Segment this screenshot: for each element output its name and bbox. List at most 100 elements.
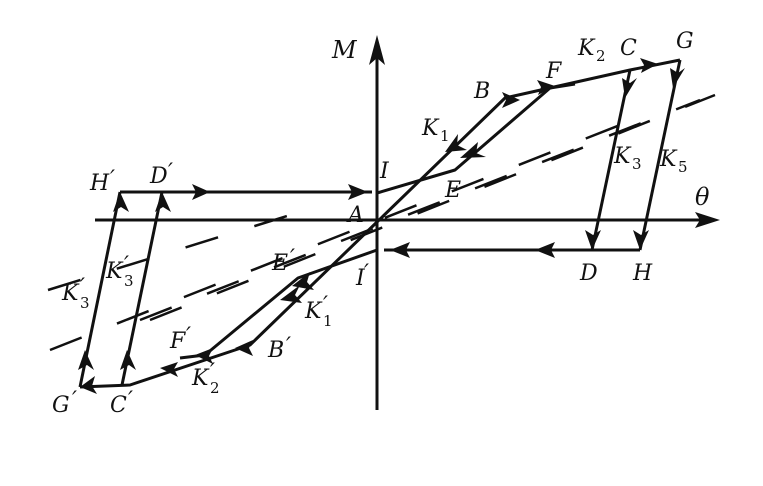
svg-text:′: ′ <box>364 261 369 286</box>
label-k3-prime-inner: K ′ 3 <box>105 253 134 290</box>
svg-text:3: 3 <box>80 294 90 312</box>
svg-text:C: C <box>110 393 127 418</box>
svg-text:′: ′ <box>210 360 215 385</box>
k3-prime-dashed-upper <box>139 98 701 322</box>
arrow-eprime <box>292 272 314 290</box>
label-c: C <box>620 36 637 61</box>
k3-dashed-lower <box>49 123 621 352</box>
branch-i-e-f <box>376 82 576 195</box>
arrow-b <box>502 92 520 108</box>
svg-text:H: H <box>89 171 110 196</box>
svg-text:2: 2 <box>210 379 220 397</box>
arrow-gprime <box>80 376 97 394</box>
branch-a-b-c-g <box>375 58 681 224</box>
svg-text:′: ′ <box>80 275 85 300</box>
arrow-d-iprime-b <box>535 242 555 258</box>
label-k3: K 3 <box>613 144 642 173</box>
arrow-k1 <box>445 134 467 152</box>
svg-text:5: 5 <box>678 158 688 176</box>
svg-text:′: ′ <box>110 167 115 192</box>
hysteresis-loop <box>78 58 682 389</box>
label-a: A <box>346 203 364 228</box>
theta-axis-label: θ <box>695 183 710 211</box>
arrow-f <box>537 80 555 95</box>
svg-text:K: K <box>304 299 323 324</box>
label-k2-prime: K ′ 2 <box>191 360 220 397</box>
svg-text:I: I <box>355 266 366 291</box>
svg-text:B: B <box>267 338 284 363</box>
arrow-bprime <box>235 340 253 356</box>
label-k3-prime-outer: K ′ 3 <box>61 275 90 312</box>
svg-text:1: 1 <box>323 312 333 330</box>
branch-cprime-dprime <box>120 191 164 386</box>
svg-text:K: K <box>61 281 80 306</box>
arrow-h-bottom <box>633 230 649 250</box>
svg-text:K: K <box>191 366 210 391</box>
arrow-e <box>460 142 486 158</box>
svg-text:3: 3 <box>632 155 642 173</box>
arrow-d-bottom <box>585 230 601 250</box>
arrow-k3-prime-up <box>120 350 136 370</box>
svg-text:2: 2 <box>596 47 606 65</box>
svg-text:K: K <box>105 259 124 284</box>
label-k1: K 1 <box>421 116 450 145</box>
label-g: G <box>676 29 694 54</box>
axes <box>95 35 720 410</box>
branch-c-d <box>590 69 632 251</box>
arrow-k3-prime-up-2 <box>78 350 94 370</box>
svg-text:3: 3 <box>124 272 134 290</box>
svg-text:G: G <box>52 393 70 418</box>
label-i: I <box>379 159 390 184</box>
label-f-prime: F ′ <box>169 324 191 354</box>
arrow-g-down <box>670 68 685 88</box>
m-axis-arrowhead <box>369 35 385 65</box>
branch-g-h <box>638 59 682 251</box>
arrow-dprime-i <box>192 184 210 200</box>
svg-text:′: ′ <box>290 246 295 271</box>
svg-text:K: K <box>577 36 596 61</box>
svg-text:K: K <box>421 116 440 141</box>
k3-prime-dashed-lower <box>47 210 301 292</box>
label-d-prime: D ′ <box>149 160 173 189</box>
svg-text:1: 1 <box>440 127 450 145</box>
label-d: D <box>579 261 598 286</box>
label-e-prime: E ′ <box>271 246 295 276</box>
loop-arrowheads <box>78 58 685 394</box>
svg-text:D: D <box>149 164 168 189</box>
svg-text:E: E <box>271 251 288 276</box>
label-e: E <box>444 178 461 203</box>
svg-text:′: ′ <box>186 324 191 349</box>
theta-axis-arrowhead <box>695 212 720 228</box>
arrow-near-i <box>348 184 368 200</box>
svg-text:′: ′ <box>168 160 173 185</box>
label-f: F <box>545 59 562 84</box>
arrow-d-iprime-a <box>390 242 410 258</box>
svg-text:F: F <box>169 329 186 354</box>
label-k1-prime: K ′ 1 <box>304 293 333 330</box>
svg-text:′: ′ <box>128 388 133 413</box>
k-dashed-lines <box>47 93 716 352</box>
svg-text:K: K <box>659 147 678 172</box>
arrow-c-down <box>622 78 637 98</box>
label-k2: K 2 <box>577 36 606 65</box>
m-axis-label: M <box>331 36 358 64</box>
svg-text:K: K <box>613 144 632 169</box>
svg-text:′: ′ <box>72 388 77 413</box>
label-b: B <box>473 79 490 104</box>
svg-text:′: ′ <box>286 334 291 359</box>
svg-text:′: ′ <box>124 253 129 278</box>
arrow-k1-prime <box>280 285 302 303</box>
arrow-fprime <box>195 348 213 364</box>
label-h: H <box>632 261 653 286</box>
arrow-hprime-top <box>113 192 129 212</box>
label-k5: K 5 <box>659 147 688 176</box>
branch-a-bprime-cprime-gprime <box>79 220 379 389</box>
label-b-prime: B ′ <box>267 334 291 363</box>
branch-iprime-eprime-fprime <box>179 248 378 360</box>
label-g-prime: G ′ <box>52 388 77 418</box>
label-h-prime: H ′ <box>89 167 115 196</box>
arrow-cprime <box>160 362 178 377</box>
arrow-c <box>640 58 658 73</box>
arrow-dprime-top <box>155 192 171 212</box>
